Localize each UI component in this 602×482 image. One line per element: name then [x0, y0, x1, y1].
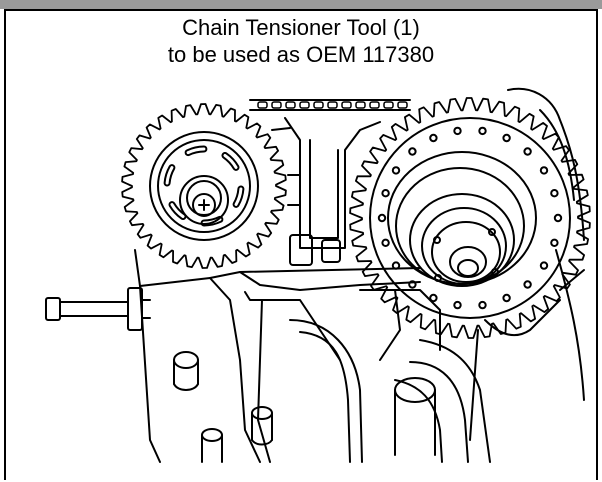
chain-link: [383, 101, 394, 109]
mounting-studs: [173, 351, 273, 463]
sprocket-hole: [408, 147, 417, 156]
sprocket-hole: [539, 261, 549, 270]
chain-link: [271, 101, 282, 109]
sprocket-hole: [478, 300, 487, 310]
sprocket-slot: [234, 187, 243, 206]
sprocket-slot: [165, 166, 174, 185]
chain-tensioner-body: [271, 117, 381, 266]
chain-link: [299, 101, 310, 109]
sprocket-hole: [523, 280, 532, 289]
chain-link: [285, 101, 296, 109]
sprocket-hole: [502, 293, 511, 303]
sprocket-hole: [550, 238, 559, 248]
sprocket-hole: [429, 293, 438, 303]
chain-link: [327, 101, 338, 109]
caption-line-2: to be used as OEM 117380: [167, 42, 435, 67]
caption-line-1: Chain Tensioner Tool (1): [182, 15, 420, 40]
sprocket-hole: [453, 300, 462, 310]
sprocket-hole: [381, 189, 390, 198]
sprocket-slot: [170, 203, 185, 218]
left-camshaft-sprocket: [121, 103, 287, 269]
sprocket-hole: [553, 213, 563, 223]
chain-link: [257, 101, 268, 109]
diagram-border: [4, 9, 598, 480]
sprocket-hole: [391, 166, 401, 175]
sprocket-hole: [502, 133, 511, 143]
sprocket-hole: [453, 126, 462, 136]
sprocket-hole: [478, 126, 487, 136]
right-camshaft-sprocket: [349, 97, 591, 339]
sprocket-slot: [186, 147, 206, 155]
timing-chain: [249, 99, 411, 111]
sprocket-hole: [539, 166, 549, 175]
chain-link: [369, 101, 380, 109]
diagram-caption: Chain Tensioner Tool (1) to be used as O…: [0, 14, 602, 68]
chain-link: [397, 101, 408, 109]
chain-link: [341, 101, 352, 109]
sprocket-hole: [523, 147, 532, 156]
header-bar: [0, 0, 602, 9]
chain-link: [355, 101, 366, 109]
cylinder-head-right: [469, 87, 585, 441]
sprocket-hole: [381, 238, 390, 248]
sprocket-hole: [408, 280, 417, 289]
engine-block-lower: [45, 249, 491, 463]
sprocket-hole: [429, 133, 438, 143]
chain-link: [313, 101, 324, 109]
sprocket-slot: [223, 154, 238, 169]
sprocket-hole: [377, 213, 387, 223]
drive-shaft: [45, 287, 151, 331]
sprocket-hole: [550, 189, 559, 198]
